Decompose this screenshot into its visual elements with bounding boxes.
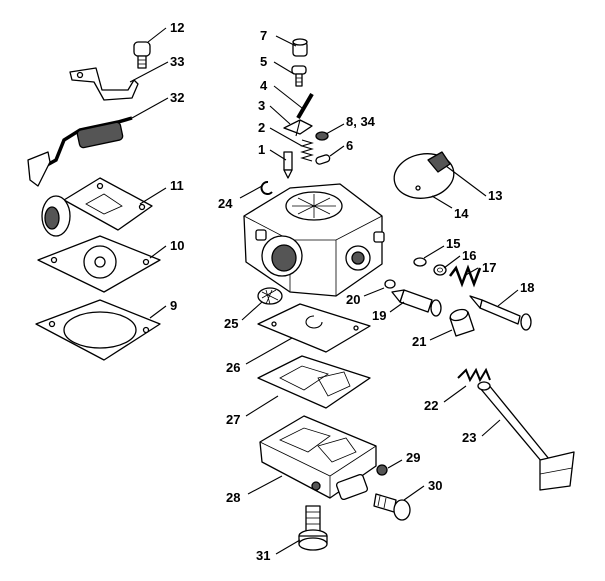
label-1: 1 (258, 142, 265, 157)
label-17: 17 (482, 260, 496, 275)
part-14-plate (393, 153, 455, 199)
label-20: 20 (346, 292, 360, 307)
part-16-washer (433, 264, 447, 276)
part-9-gasket (35, 299, 161, 361)
part-7-cap (292, 38, 308, 57)
leader-lines (129, 27, 519, 555)
part-6 (315, 154, 331, 165)
label-30: 30 (428, 478, 442, 493)
part-33-bracket (69, 67, 139, 101)
label-10: 10 (170, 238, 184, 253)
part-3-lever (283, 119, 313, 137)
part-1-needle (283, 151, 293, 179)
label-19: 19 (372, 308, 386, 323)
label-29: 29 (406, 450, 420, 465)
part-19-needle (391, 289, 442, 317)
label-26: 26 (226, 360, 240, 375)
label-7: 7 (260, 28, 267, 43)
label-27: 27 (226, 412, 240, 427)
label-21: 21 (412, 334, 426, 349)
label-15: 15 (446, 236, 460, 251)
part-5-screw (291, 65, 307, 87)
part-31-screw (298, 505, 328, 551)
part-24-clip (260, 181, 273, 195)
label-11: 11 (170, 178, 184, 193)
part-27-gasket (257, 355, 371, 409)
label-16: 16 (462, 248, 476, 263)
label-6: 6 (346, 138, 353, 153)
label-12: 12 (170, 20, 184, 35)
label-14: 14 (454, 206, 469, 221)
label-23: 23 (462, 430, 476, 445)
part-4-pin (296, 92, 314, 120)
label-22: 22 (424, 398, 438, 413)
part-18-needle (469, 295, 532, 331)
part-30-screw (373, 493, 411, 521)
part-28-cover (259, 415, 377, 501)
part-8-34 (315, 131, 329, 141)
label-4: 4 (260, 78, 268, 93)
label-31: 31 (256, 548, 270, 563)
part-15-ring (413, 257, 427, 267)
part-32-rod (27, 116, 133, 187)
label-13: 13 (488, 188, 502, 203)
label-9: 9 (170, 298, 177, 313)
label-2: 2 (258, 120, 265, 135)
label-18: 18 (520, 280, 534, 295)
part-12-screw (133, 41, 151, 69)
label-24: 24 (218, 196, 233, 211)
part-21-sleeve (449, 308, 475, 337)
part-25-screen (257, 287, 283, 305)
label-5: 5 (260, 54, 267, 69)
label-32: 32 (170, 90, 184, 105)
label-3: 3 (258, 98, 265, 113)
part-2-spring (300, 139, 314, 162)
part-22-spring (457, 367, 491, 383)
part-13-lever (427, 151, 451, 173)
label-33: 33 (170, 54, 184, 69)
part-11-pump-cover (41, 177, 153, 237)
part-labels: 12 33 32 11 10 9 7 5 4 3 2 1 8, 34 6 24 … (170, 20, 534, 563)
part-26-plate (257, 303, 371, 353)
part-23-shaft (477, 381, 575, 491)
part-10-gasket (37, 235, 161, 293)
label-8-34: 8, 34 (346, 114, 376, 129)
part-20-ring (384, 279, 396, 289)
part-29-ball (376, 464, 388, 476)
carburetor-body (243, 183, 385, 297)
label-25: 25 (224, 316, 238, 331)
label-28: 28 (226, 490, 240, 505)
